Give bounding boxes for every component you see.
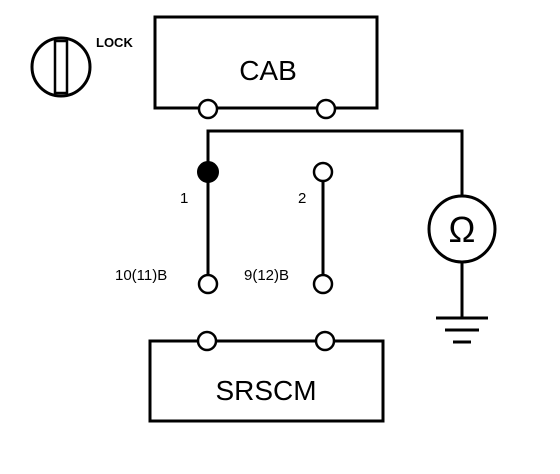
ground-icon — [436, 316, 488, 344]
pin-1-label: 1 — [180, 190, 188, 207]
cab-terminal-right — [315, 98, 337, 120]
terminal-9-12b — [312, 273, 334, 295]
cab-label: CAB — [239, 55, 297, 86]
terminal-10-11b — [197, 273, 219, 295]
ohmmeter-icon: Ω — [427, 194, 497, 264]
wiring — [206, 129, 464, 320]
pin-1-probe-point — [197, 161, 219, 183]
terminal-left-label: 10(11)B — [115, 267, 167, 284]
srscm-connector: SRSCM — [148, 330, 385, 423]
lock-label: LOCK — [96, 35, 133, 50]
pin-2-label: 2 — [298, 190, 306, 207]
terminal-right-label: 9(12)B — [244, 267, 289, 284]
ignition-key-icon — [30, 36, 92, 98]
srscm-terminal-left — [196, 330, 218, 352]
meter-lead-top — [206, 129, 464, 197]
ohm-symbol: Ω — [449, 209, 476, 250]
pin-2-terminal — [312, 161, 334, 183]
cab-terminal-left — [197, 98, 219, 120]
cab-connector: CAB — [153, 15, 379, 120]
srscm-terminal-right — [314, 330, 336, 352]
srscm-label: SRSCM — [215, 375, 316, 406]
